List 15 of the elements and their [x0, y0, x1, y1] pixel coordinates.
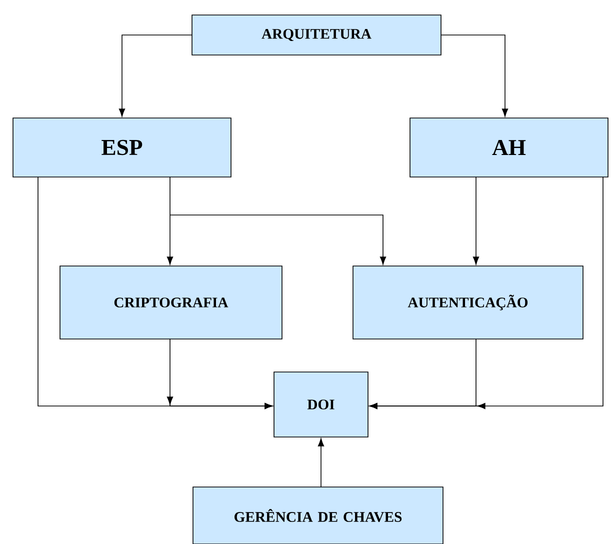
arrow [170, 214, 386, 265]
process-box: DOI [274, 372, 368, 438]
arrow [440, 34, 508, 117]
arrow [166, 176, 174, 265]
arrow [369, 176, 604, 410]
arrow [318, 438, 324, 488]
process-box: GERÊNCIA DE CHAVES [192, 486, 444, 544]
process-box: ARQUITETURA [192, 14, 442, 56]
arrow [166, 338, 273, 410]
process-box: AH [410, 118, 608, 178]
process-box: CRIPTOGRAFIA [60, 266, 282, 340]
arrow [118, 34, 192, 117]
process-box: ESP [12, 118, 232, 178]
process-box: AUTENTICAÇÃO [352, 266, 584, 340]
arrow [472, 176, 480, 265]
